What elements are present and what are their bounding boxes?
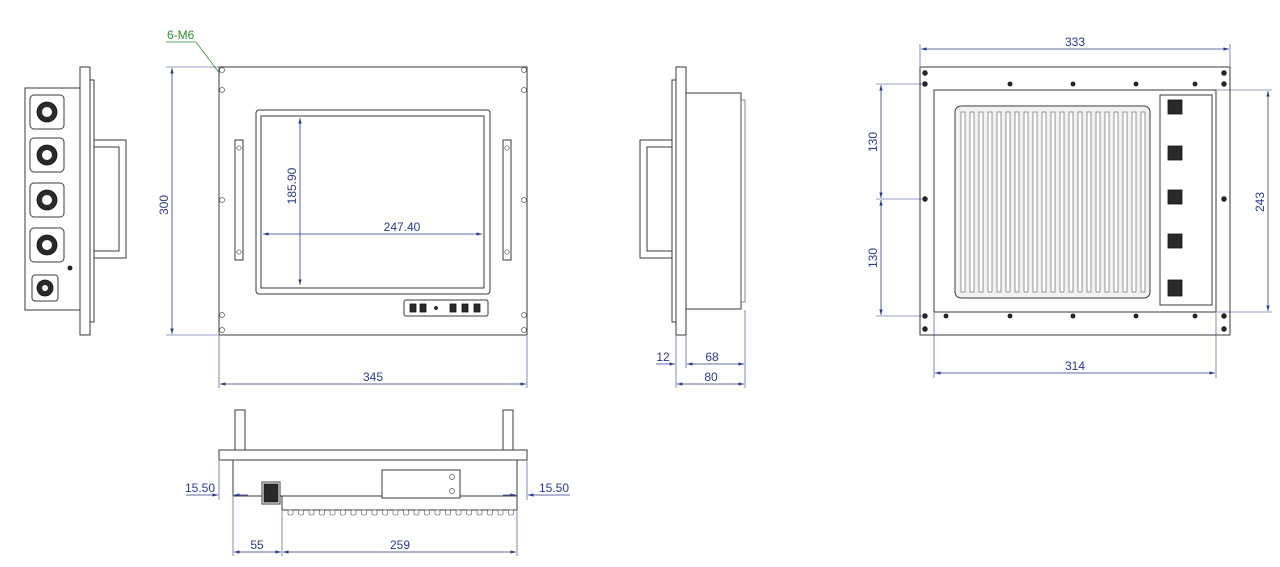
- heatsink-fin-end: [403, 509, 409, 516]
- heatsink-fin-end: [340, 509, 346, 516]
- bottom-connector: [261, 481, 281, 505]
- heatsink-fin: [1122, 111, 1128, 293]
- circular-connector-icon: [29, 227, 65, 263]
- heatsink-fin: [960, 111, 966, 293]
- left-offset-dimension: 15.50: [185, 481, 215, 495]
- heatsink-fins: [954, 105, 1151, 299]
- ground-screw-icon: [67, 265, 73, 271]
- heatsink-fin: [1014, 111, 1020, 293]
- heatsink-fin: [1140, 111, 1146, 293]
- circular-connector-icon: [29, 182, 65, 218]
- heatsink-fin-end: [329, 509, 336, 516]
- heatsink-length-dimension: 259: [390, 538, 410, 552]
- heatsink-fin: [1041, 111, 1047, 293]
- power-connector-icon: [31, 274, 59, 302]
- heatsink-fin-end: [508, 509, 514, 516]
- heatsink-fin: [1095, 111, 1101, 293]
- front-view: 185.90 247.40 300 345 6-M6: [157, 28, 528, 388]
- right-offset-dimension: 15.50: [539, 481, 569, 495]
- heatsink-fin-end: [434, 509, 441, 516]
- heatsink-fin-end: [350, 509, 357, 516]
- heatsink-fin-end: [308, 509, 315, 516]
- handle-left: [234, 139, 244, 261]
- heatsink-fin: [1077, 111, 1083, 293]
- rear-view: 333 314 243 130 130: [866, 35, 1272, 378]
- display-screen: [260, 115, 485, 289]
- heatsink-fin: [978, 111, 984, 293]
- heatsink-fin: [987, 111, 993, 293]
- body-depth-dimension: 68: [705, 350, 719, 364]
- heatsink-fin: [1005, 111, 1011, 293]
- right-side-view: 12 68 80: [639, 66, 746, 388]
- control-buttons: [403, 299, 489, 317]
- connector-offset-dimension: 55: [250, 538, 264, 552]
- heatsink-fin: [1113, 111, 1119, 293]
- total-depth-dimension: 80: [704, 370, 718, 384]
- heatsink-fin: [1068, 111, 1074, 293]
- rear-mounting-holes: [922, 70, 1227, 332]
- heatsink-fin-end: [298, 509, 304, 516]
- screen-height-dimension: 185.90: [285, 167, 299, 204]
- heatsink-fin-end: [455, 509, 462, 516]
- heatsink-fin: [1023, 111, 1029, 293]
- heatsink-fin: [1086, 111, 1092, 293]
- rear-height-dimension: 243: [1253, 192, 1267, 212]
- thread-callout-label: 6-M6: [167, 28, 195, 42]
- heatsink-fin-end: [319, 509, 325, 516]
- heatsink-fin-end: [392, 509, 399, 516]
- heatsink-fin: [969, 111, 975, 293]
- rear-inner-width-dimension: 314: [1065, 359, 1085, 373]
- thread-callout: 6-M6: [166, 28, 221, 75]
- overall-height-dimension: 300: [157, 195, 171, 215]
- heatsink-fin-end: [287, 509, 294, 516]
- heatsink-fin-end: [487, 509, 493, 516]
- heatsink-fin-end: [371, 509, 378, 516]
- heatsink-fin: [1104, 111, 1110, 293]
- lower-hole-spacing-dimension: 130: [866, 248, 880, 268]
- circular-connector-icon: [29, 137, 65, 173]
- heatsink-fin-end: [424, 509, 430, 516]
- heatsink-fin-end: [466, 509, 472, 516]
- screen-width-dimension: 247.40: [384, 220, 421, 234]
- heatsink-fin-end: [382, 509, 388, 516]
- handle-right: [502, 139, 512, 261]
- connector-ports: [29, 94, 73, 302]
- mounting-holes: [219, 67, 527, 333]
- heatsink-fin-end: [445, 509, 451, 516]
- rear-connectors: [1159, 94, 1213, 306]
- circular-connector-icon: [29, 94, 65, 130]
- upper-hole-spacing-dimension: 130: [866, 132, 880, 152]
- heatsink-fin: [1131, 111, 1137, 293]
- bottom-view: 15.50 15.50 55 259: [185, 409, 570, 556]
- heatsink-fin-end: [476, 509, 483, 516]
- flange-dimension: 12: [656, 350, 670, 364]
- heatsink-fin-end: [497, 509, 504, 516]
- heatsink-fin: [1032, 111, 1038, 293]
- rear-overall-width-dimension: 333: [1065, 35, 1085, 49]
- overall-width-dimension: 345: [363, 370, 383, 384]
- heatsink-fin: [996, 111, 1002, 293]
- left-side-view: [24, 66, 127, 336]
- heatsink-fin-end: [361, 509, 367, 516]
- heatsink-fin: [1059, 111, 1065, 293]
- heatsink-fin: [1050, 111, 1056, 293]
- heatsink-fin-end: [413, 509, 420, 516]
